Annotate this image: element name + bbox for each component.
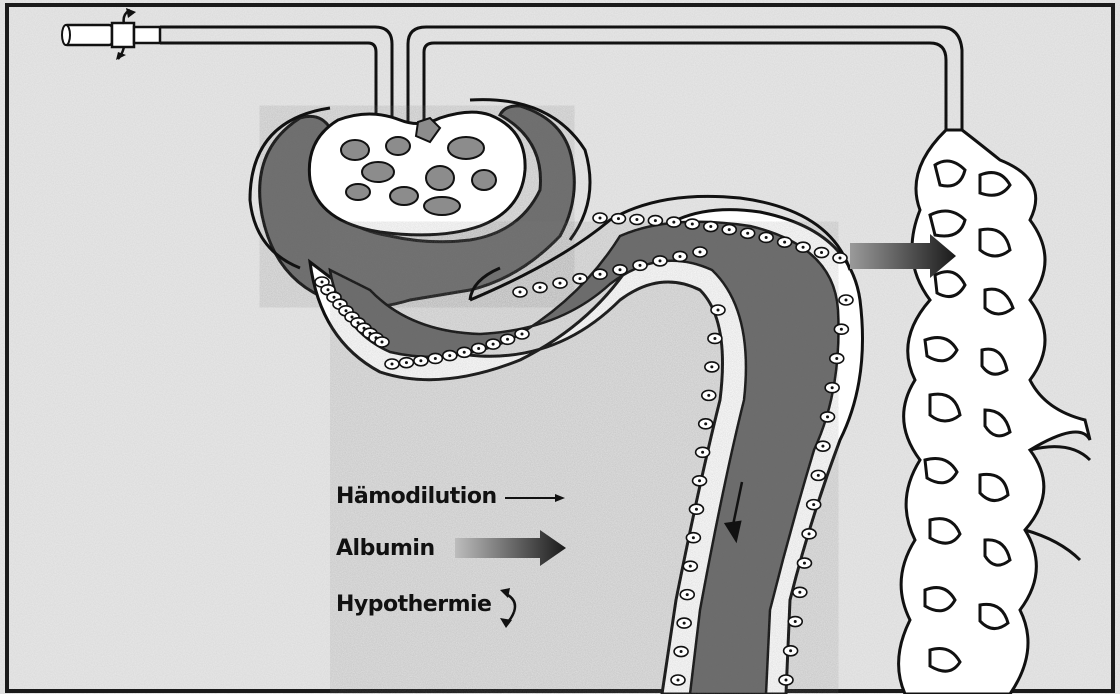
tubule-cell-nucleus [704, 422, 707, 425]
tubule-cell-nucleus [477, 347, 480, 350]
tubule-cell-nucleus [701, 451, 704, 454]
tubule-cell-nucleus [691, 223, 694, 226]
glomerulus [309, 112, 525, 235]
tubule-cell-nucleus [820, 251, 823, 254]
tubule-cell-nucleus [672, 221, 675, 224]
tubule-cell-nucleus [381, 341, 384, 344]
tubule-cell-nucleus [826, 415, 829, 418]
tubule-cell-nucleus [692, 536, 695, 539]
tubule-cell-nucleus [746, 232, 749, 235]
tubule-cell-nucleus [448, 354, 451, 357]
tubule-cell-nucleus [679, 255, 682, 258]
tubule-cell-nucleus [785, 679, 788, 682]
tubule-cell-nucleus [798, 591, 801, 594]
tubule-cell-nucleus [710, 365, 713, 368]
tubule-cell-nucleus [405, 361, 408, 364]
catheter [62, 23, 160, 47]
tubule-cell-nucleus [689, 565, 692, 568]
tubule-cell-nucleus [831, 386, 834, 389]
tubule-cell-nucleus [817, 474, 820, 477]
tubule-cell-nucleus [492, 343, 495, 346]
tubule-cell-nucleus [434, 357, 437, 360]
tubule-cell-nucleus [391, 363, 394, 366]
tubule-cell-nucleus [419, 359, 422, 362]
tubule-cell-nucleus [845, 299, 848, 302]
tubule-cell-nucleus [680, 650, 683, 653]
tubule-cell-nucleus [339, 303, 342, 306]
tubule-cell-nucleus [840, 328, 843, 331]
tubule-cell-nucleus [599, 273, 602, 276]
tubule-cell-nucleus [506, 338, 509, 341]
tubule-cell-nucleus [654, 219, 657, 222]
tubule-cell-nucleus [698, 479, 701, 482]
tubule-cell-nucleus [519, 291, 522, 294]
tubule-cell-nucleus [333, 296, 336, 299]
tubule-cell-nucleus [803, 562, 806, 565]
tubule-cell-nucleus [802, 246, 805, 249]
tubule-cell-nucleus [677, 679, 680, 682]
tubule-cell-nucleus [783, 241, 786, 244]
tubule-cell-nucleus [345, 309, 348, 312]
tubule-cell-nucleus [539, 286, 542, 289]
tubule-cell-nucleus [559, 282, 562, 285]
tubule-cell-nucleus [794, 620, 797, 623]
tubule-cell-nucleus [699, 251, 702, 254]
tubule-cell-nucleus [635, 218, 638, 221]
albumin-label: Albumin [336, 536, 435, 561]
tubule-cell-nucleus [789, 649, 792, 652]
tubule-cell-nucleus [686, 593, 689, 596]
hypothermia-label: Hypothermie [336, 592, 491, 617]
tubule-cell-nucleus [579, 277, 582, 280]
tubule-cell-nucleus [808, 532, 811, 535]
tubule-cell-nucleus [821, 445, 824, 448]
hemodilution-label: Hämodilution [336, 484, 497, 509]
tubule-cell-nucleus [707, 394, 710, 397]
tubule-cell-nucleus [521, 333, 524, 336]
tubule-cell-nucleus [659, 259, 662, 262]
tubule-cell-nucleus [713, 337, 716, 340]
tubule-cell-nucleus [728, 228, 731, 231]
tubule-cell-nucleus [463, 351, 466, 354]
tubule-cell-nucleus [321, 281, 324, 284]
tubule-cell-nucleus [812, 503, 815, 506]
tubule-cell-nucleus [327, 288, 330, 291]
tubule-cell-nucleus [695, 508, 698, 511]
tubule-cell-nucleus [683, 622, 686, 625]
tubule-cell-nucleus [717, 309, 720, 312]
tubule-cell-nucleus [599, 217, 602, 220]
tubule-cell-nucleus [835, 357, 838, 360]
tubule-cell-nucleus [617, 217, 620, 220]
tubule-cell-nucleus [639, 264, 642, 267]
tubule-cell-nucleus [709, 225, 712, 228]
tubule-cell-nucleus [765, 236, 768, 239]
tubule-cell-nucleus [839, 257, 842, 260]
tubule-cell-nucleus [351, 316, 354, 319]
tubule-cell-nucleus [619, 268, 622, 271]
